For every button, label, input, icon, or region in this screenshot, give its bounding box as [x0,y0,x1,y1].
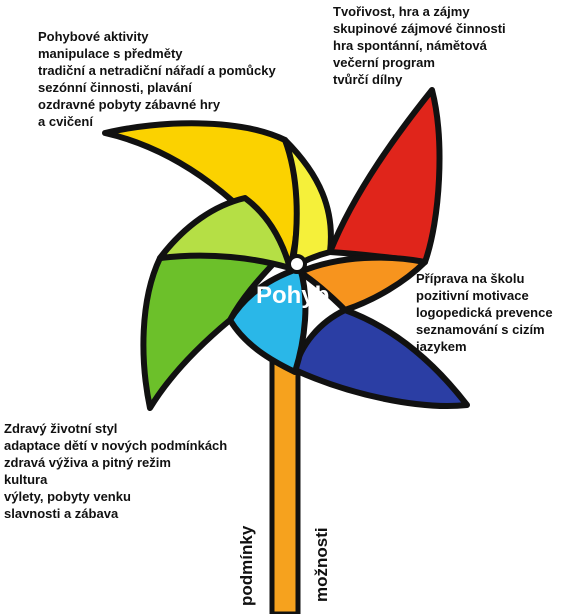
blade-light-green [157,195,293,271]
school-prep-line: logopedická prevence [416,305,553,320]
activities-line: manipulace s předměty [38,46,183,61]
activities-line: a cvičení [38,114,93,129]
school-prep-line: pozitivní motivace [416,288,529,303]
creativity-line: hra spontánní, námětová [333,38,487,53]
healthy-lifestyle-line: adaptace dětí v nových podmínkách [4,438,228,453]
blade-green [140,250,278,411]
blade-red [327,87,443,265]
creativity-line: večerní program [333,55,435,70]
blade-blue [292,307,470,409]
creativity-text-block: Tvořivost, hra a zájmy skupinové zájmové… [333,3,506,88]
blade-cyan [227,265,309,375]
healthy-lifestyle-text-block: Zdravý životní styl adaptace dětí v nový… [4,420,227,522]
blade-orange [297,254,428,313]
stick-label-conditions: podmínky [237,525,256,606]
school-prep-line: seznamování s cizím [416,322,545,337]
school-prep-text-block: Příprava na školu pozitivní motivace log… [416,270,553,355]
healthy-lifestyle-line: kultura [4,472,48,487]
school-prep-line: Příprava na školu [416,271,525,286]
stick-label-possibilities: možnosti [312,527,331,602]
blade-light-yellow [282,137,334,271]
activities-line: Pohybové aktivity [38,29,149,44]
activities-text-block: Pohybové aktivity manipulace s předměty … [38,28,276,130]
activities-line: tradiční a netradiční nářadí a pomůcky [38,63,276,78]
creativity-line: tvůrčí dílny [333,72,403,87]
healthy-lifestyle-line: výlety, pobyty venku [4,489,131,504]
pinwheel-hub [287,254,307,274]
creativity-line: Tvořivost, hra a zájmy [333,4,470,19]
activities-line: sezónní činnosti, plavání [38,80,192,95]
school-prep-line: jazykem [416,339,467,354]
healthy-lifestyle-line: Zdravý životní styl [4,421,118,436]
healthy-lifestyle-line: zdravá výživa a pitný režim [4,455,171,470]
center-label: Pohyb [256,282,330,309]
activities-line: ozdravné pobyty zábavné hry [38,97,221,112]
healthy-lifestyle-line: slavnosti a zábava [4,506,119,521]
creativity-line: skupinové zájmové činnosti [333,21,506,36]
